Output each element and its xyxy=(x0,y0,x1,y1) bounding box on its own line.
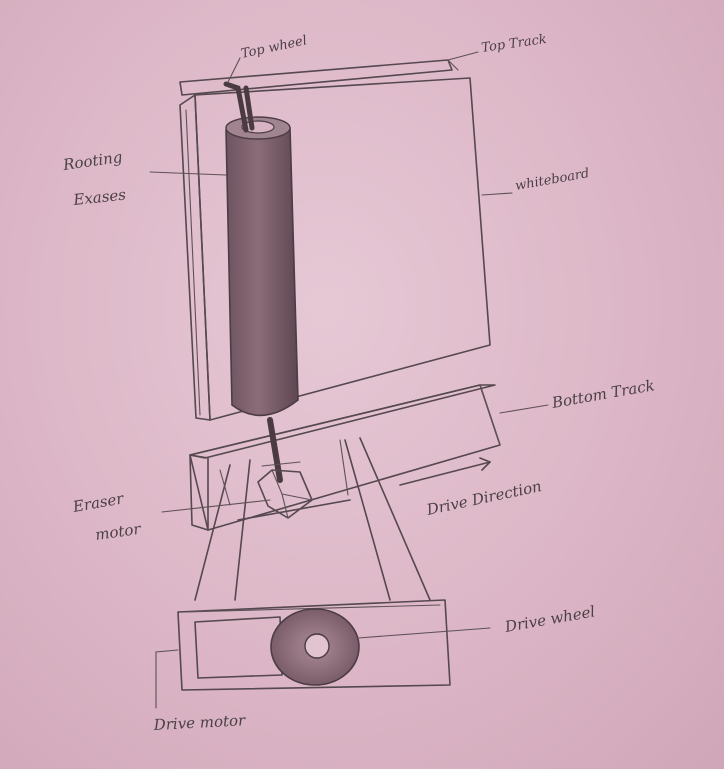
label-top-track: Top Track xyxy=(480,32,547,56)
top-track xyxy=(180,60,458,95)
label-rotating-line1: Rooting xyxy=(61,148,123,174)
label-drive-motor: Drive motor xyxy=(152,711,246,734)
drive-direction-arrow-icon xyxy=(400,458,490,485)
support-frame xyxy=(195,438,430,600)
leader-lines xyxy=(150,52,548,708)
label-drive-wheel: Drive wheel xyxy=(503,602,597,636)
label-whiteboard: whiteboard xyxy=(514,166,590,194)
label-rotating-line2: Exases xyxy=(72,186,128,210)
label-drive-direction: Drive Direction xyxy=(424,477,543,519)
label-eraser-motor-line1: Eraser xyxy=(71,489,126,516)
drive-wheel xyxy=(271,609,359,685)
rotating-eraser xyxy=(226,84,298,415)
label-eraser-motor-line2: motor xyxy=(94,520,142,544)
label-top-wheel: Top wheel xyxy=(240,33,309,62)
eraser-motor xyxy=(258,420,312,518)
label-bottom-track: Bottom Track xyxy=(550,376,656,412)
